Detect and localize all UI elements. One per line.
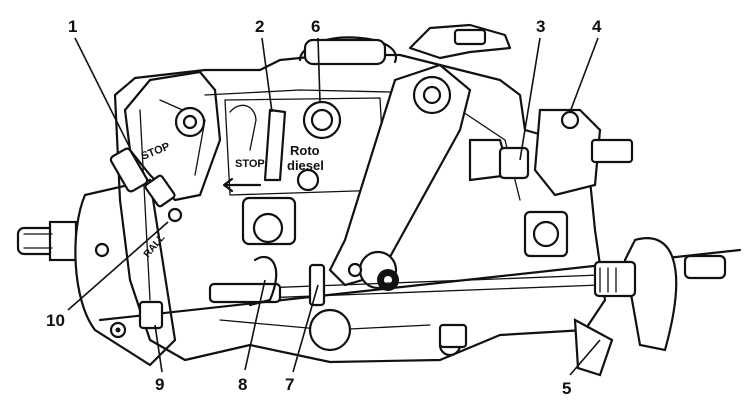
- leader-5: [569, 339, 601, 376]
- brand-label-line2: diesel: [287, 158, 324, 173]
- callout-2: 2: [255, 17, 264, 36]
- mounting-flange: [74, 178, 177, 367]
- stop-housing-label: STOP: [235, 158, 265, 170]
- leader-2: [261, 37, 273, 113]
- idle-adjust-screw: RALL: [109, 147, 183, 260]
- stop-lever-label: STOP: [140, 141, 172, 163]
- leader-10: [67, 221, 169, 311]
- leader-6: [317, 37, 321, 103]
- plug: [302, 100, 342, 140]
- callout-1: 1: [68, 17, 77, 36]
- bolt-large: [241, 108, 297, 246]
- callout-10: 10: [46, 311, 65, 330]
- leader-3: [519, 37, 541, 161]
- callout-7: 7: [285, 375, 294, 394]
- leader-9: [154, 324, 163, 373]
- lower-fittings: [138, 300, 468, 357]
- callout-labels: 1 2 3 4 5 6 7 8 9 10: [46, 17, 602, 398]
- leader-1: [74, 37, 131, 149]
- throttle-cable: [98, 237, 742, 352]
- callout-3: 3: [536, 17, 545, 36]
- callout-9: 9: [155, 375, 164, 394]
- callout-5: 5: [562, 379, 571, 398]
- brand-label-line1: Roto: [290, 143, 320, 158]
- leader-8: [244, 279, 266, 371]
- stop-solenoid-housing: STOP Roto diesel: [222, 104, 324, 193]
- cold-start-device: [468, 108, 634, 258]
- callout-4: 4: [592, 17, 602, 36]
- callout-6: 6: [311, 17, 320, 36]
- top-fitting: [408, 23, 512, 60]
- accelerator-lever: [328, 63, 472, 291]
- leader-7: [292, 284, 319, 373]
- leader-4: [569, 37, 599, 113]
- leader-lines: [67, 37, 601, 376]
- callout-8: 8: [238, 375, 247, 394]
- return-spring-bracket: [248, 255, 326, 307]
- drive-shaft: [16, 220, 78, 262]
